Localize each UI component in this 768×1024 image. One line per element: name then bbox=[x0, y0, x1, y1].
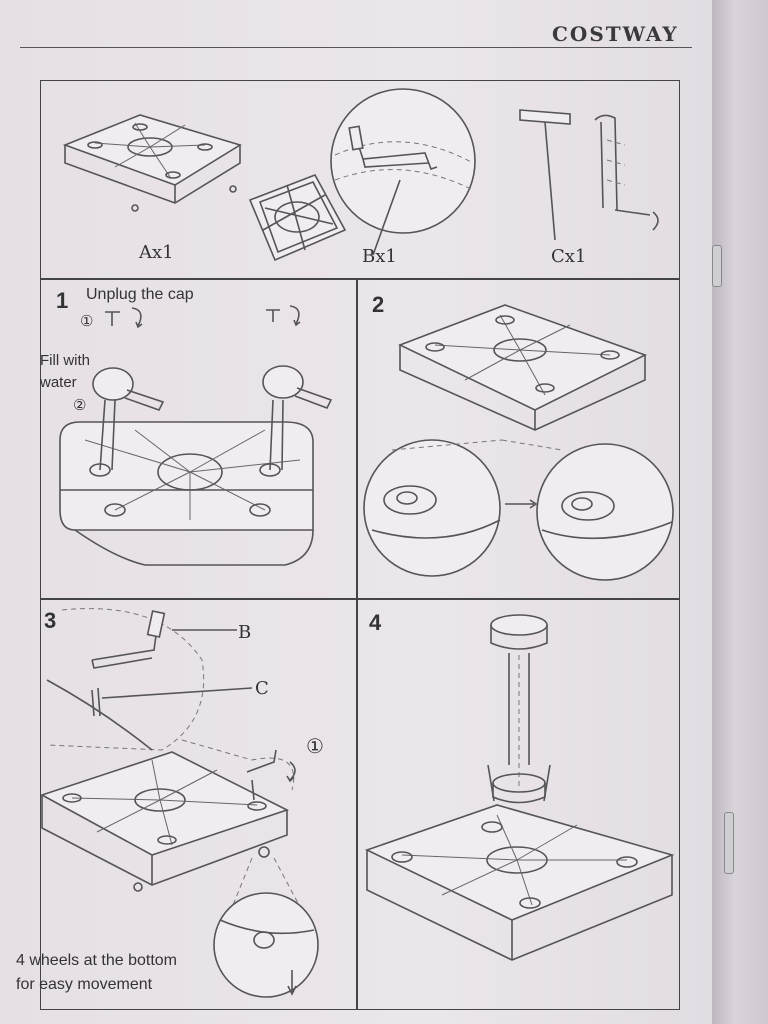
binding-clip bbox=[712, 245, 722, 287]
step-1-title: Unplug the cap bbox=[86, 286, 194, 303]
instruction-grid bbox=[40, 80, 680, 1010]
step-4-number: 4 bbox=[369, 610, 382, 635]
step-1-marker-two: ② bbox=[73, 397, 87, 414]
binding-clip bbox=[724, 812, 734, 874]
step-3-label-c: C bbox=[255, 678, 269, 699]
brand-logo: COSTWAY bbox=[552, 22, 679, 46]
header-rule bbox=[20, 47, 692, 48]
step-3-label-b: B bbox=[238, 622, 252, 643]
part-a-label: Ax1 bbox=[139, 242, 174, 263]
part-c-key-illustration bbox=[519, 109, 659, 241]
step-3-wheels-note-line1: 4 wheels at the bottom bbox=[16, 952, 177, 969]
step-3-crank-install-illustration bbox=[39, 608, 319, 998]
step-1-fill-note-line2: water bbox=[40, 374, 77, 391]
part-b-label: Bx1 bbox=[362, 246, 397, 267]
step-2-number: 2 bbox=[372, 292, 385, 317]
step-2-detail-magnifiers bbox=[363, 439, 674, 581]
step-1-marker-one: ① bbox=[80, 313, 94, 330]
part-b-box-illustration bbox=[248, 174, 347, 262]
grid-divider bbox=[356, 278, 358, 1009]
part-a-base-illustration bbox=[62, 114, 242, 212]
step-4-pole-install-illustration bbox=[364, 614, 675, 961]
step-3-marker-one: ① bbox=[306, 736, 324, 758]
step-3-number: 3 bbox=[44, 608, 57, 633]
binding-edge bbox=[712, 0, 768, 1024]
step-3-wheels-note-line2: for easy movement bbox=[16, 976, 153, 993]
grid-divider bbox=[41, 598, 679, 600]
step-1-number: 1 bbox=[56, 288, 69, 313]
part-c-label: Cx1 bbox=[551, 246, 587, 267]
part-b-crank-handle-illustration bbox=[330, 88, 476, 256]
step-1-fill-note-line1: Fill with bbox=[40, 352, 91, 369]
step-2-base-illustration bbox=[397, 304, 648, 431]
grid-divider bbox=[41, 278, 679, 280]
step-1-cap-icons bbox=[105, 305, 301, 329]
step-1-base-filling-illustration bbox=[59, 365, 333, 566]
